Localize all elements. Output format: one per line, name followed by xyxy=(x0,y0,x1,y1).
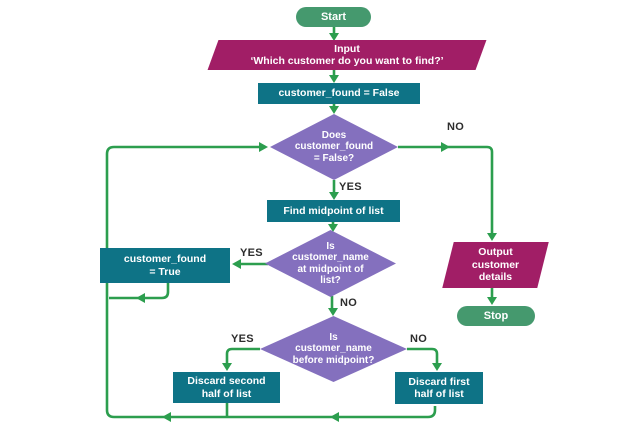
label-decision-midpoint-yes: YES xyxy=(240,247,263,259)
find-midpoint-label: Find midpoint of list xyxy=(283,204,384,217)
label-decision-found-yes: YES xyxy=(339,181,362,193)
label-decision-before-no: NO xyxy=(410,333,428,345)
label-decision-midpoint-no: NO xyxy=(340,297,358,309)
arrowhead-into-discard2 xyxy=(222,363,232,371)
arrowhead-into-findmid xyxy=(329,192,339,200)
arrowhead-into-init xyxy=(329,75,339,83)
arrowhead-into-decision1 xyxy=(329,106,339,114)
start-label: Start xyxy=(320,10,347,23)
init-flag-process: customer_found = False xyxy=(258,83,420,104)
discard-second-label: Discard second half of list xyxy=(187,375,266,400)
discard-first-process: Discard first half of list xyxy=(395,372,483,404)
label-decision-found-no: NO xyxy=(447,121,465,133)
set-true-process: customer_found = True xyxy=(100,248,230,283)
decision-before-midpoint: Is customer_name before midpoint? xyxy=(260,316,407,382)
discard-second-process: Discard second half of list xyxy=(173,372,280,403)
arrowhead-loop-into-decision1 xyxy=(259,142,268,152)
init-flag-label: customer_found = False xyxy=(278,87,400,100)
connector-return-loop xyxy=(105,145,437,419)
arrowhead-bottom-left xyxy=(162,412,171,422)
decision-customer-found: Does customer_found = False? xyxy=(270,114,398,180)
arrowhead-into-output xyxy=(487,233,497,241)
set-true-label: customer_found = True xyxy=(123,253,207,278)
input-parallelogram: Input ‘Which customer do you want to fin… xyxy=(207,40,487,70)
arrowhead-into-settrue xyxy=(232,259,241,269)
stop-terminator: Stop xyxy=(457,306,535,326)
arrowhead-into-decision2 xyxy=(328,224,338,232)
label-decision-before-yes: YES xyxy=(231,333,254,345)
find-midpoint-process: Find midpoint of list xyxy=(267,200,400,222)
decision-at-midpoint-label: Is customer_name at midpoint of list? xyxy=(292,240,369,287)
connector-decision1-no-output xyxy=(398,145,494,236)
arrowhead-settrue-loop xyxy=(136,293,145,303)
stop-label: Stop xyxy=(483,309,509,322)
decision-before-midpoint-label: Is customer_name before midpoint? xyxy=(292,331,375,366)
discard-first-label: Discard first half of list xyxy=(408,375,470,400)
arrowhead-bottom-mid xyxy=(330,412,339,422)
start-terminator: Start xyxy=(296,7,371,27)
decision-at-midpoint: Is customer_name at midpoint of list? xyxy=(265,230,396,297)
decision-customer-found-label: Does customer_found = False? xyxy=(294,129,374,164)
connector-decision3-yes xyxy=(225,347,260,366)
arrowhead-into-discard1 xyxy=(432,363,442,371)
output-parallelogram: Output customer details xyxy=(442,242,549,288)
arrowhead-into-input xyxy=(329,33,339,41)
arrowhead-no-mid xyxy=(441,142,450,152)
arrowhead-into-stop xyxy=(487,297,497,305)
input-label: Input ‘Which customer do you want to fin… xyxy=(250,42,444,67)
connector-decision3-no xyxy=(407,347,439,366)
arrowhead-into-decision3 xyxy=(328,308,338,316)
connector-settrue-loop xyxy=(109,283,170,300)
output-label: Output customer details xyxy=(471,246,520,284)
